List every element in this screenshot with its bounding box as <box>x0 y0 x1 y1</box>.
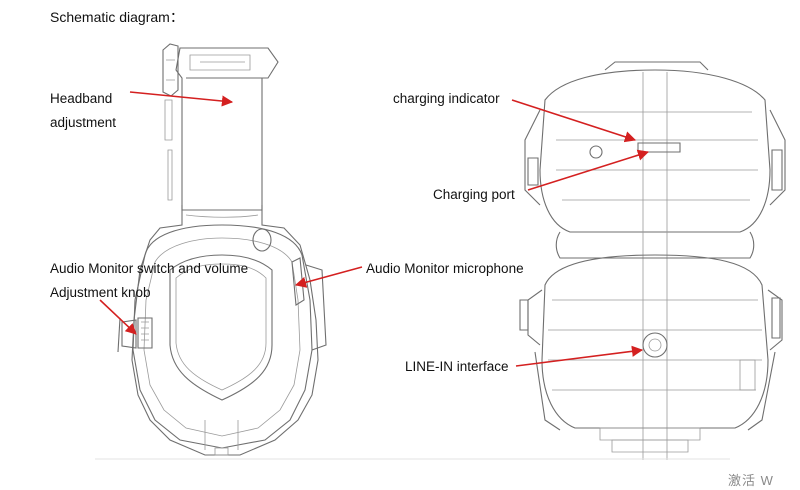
label-headband-adjustment-1: Headband <box>50 91 113 106</box>
label-audio-monitor-switch-1: Audio Monitor switch and volume <box>50 261 249 276</box>
arrow-line-in <box>515 345 644 367</box>
arrow-headband <box>129 91 234 107</box>
headset-side-view <box>117 43 327 456</box>
label-charging-indicator: charging indicator <box>393 91 500 106</box>
label-audio-monitor-microphone: Audio Monitor microphone <box>366 261 524 276</box>
arrow-charging-indicator <box>511 99 637 143</box>
arrow-monitor-switch <box>99 299 137 335</box>
watermark-text: 激活 W <box>728 473 774 488</box>
diagram-title: Schematic diagram： <box>50 9 184 25</box>
headset-front-view <box>519 61 786 460</box>
label-charging-port: Charging port <box>433 187 515 202</box>
arrow-charging-port <box>527 149 650 191</box>
label-line-in-interface: LINE-IN interface <box>405 359 509 374</box>
label-audio-monitor-switch-2: Adjustment knob <box>50 285 151 300</box>
label-headband-adjustment-2: adjustment <box>50 115 117 130</box>
arrow-monitor-microphone <box>294 266 363 288</box>
